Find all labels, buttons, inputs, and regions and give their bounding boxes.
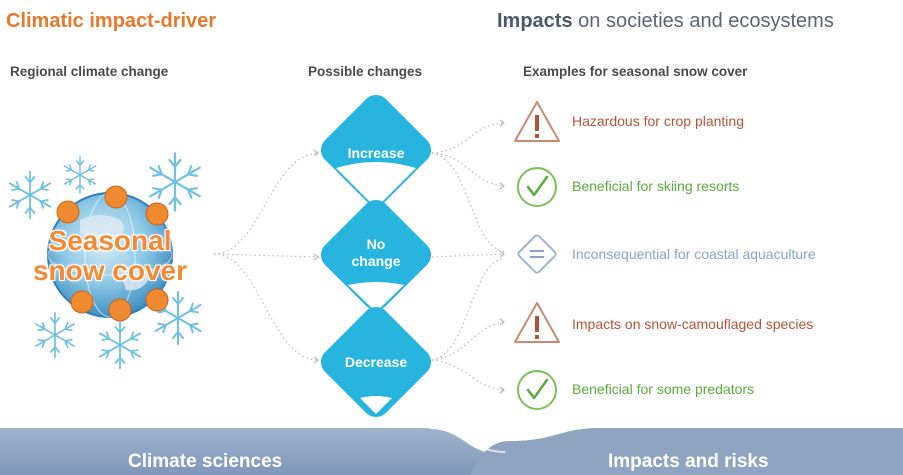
diamond-increase [320, 94, 432, 208]
region-markers [56, 185, 169, 322]
impact-connectors [431, 122, 505, 391]
impacts-rest-label: on societies and ecosystems [572, 10, 834, 32]
impact-label: Beneficial for skiing resorts [572, 178, 740, 194]
warning-icon [514, 101, 560, 142]
impact-label: Impacts on snow-camouflaged species [572, 316, 814, 332]
column-heading-regional: Regional climate change [10, 64, 169, 79]
driver-label-line2: snow cover [32, 255, 188, 286]
impact-label: Inconsequential for coastal aquaculture [572, 246, 816, 262]
change-label-line1: Increase [347, 145, 405, 161]
section-title-impacts: Impacts on societies and ecosystems [497, 10, 834, 33]
change-label-increase: Increase [316, 145, 436, 162]
equals-icon [517, 234, 557, 274]
check-icon [517, 370, 557, 410]
impact-arrowheads [499, 119, 505, 394]
change-label-no-change: No change [316, 236, 436, 270]
footer-label-impacts-risks: Impacts and risks [608, 451, 769, 472]
impact-label: Hazardous for crop planting [572, 113, 744, 129]
driver-arrowheads [313, 149, 319, 364]
footer-label-climate-sciences: Climate sciences [128, 451, 283, 472]
diamond-no-change [320, 199, 432, 312]
driver-label-line1: Seasonal [48, 225, 172, 256]
footer-band [0, 427, 903, 475]
warning-icon [514, 302, 560, 343]
change-label-decrease: Decrease [316, 354, 436, 371]
column-heading-examples: Examples for seasonal snow cover [523, 64, 748, 79]
change-label-line1: No [366, 236, 386, 252]
check-icon [517, 167, 557, 207]
column-heading-possible: Possible changes [308, 64, 423, 79]
driver-label: Seasonal snow cover [10, 226, 210, 286]
impacts-bold-label: Impacts [497, 10, 573, 32]
section-title-driver: Climatic impact-driver [6, 10, 217, 32]
diamond-decrease [320, 306, 432, 418]
change-label-line2: change [351, 253, 401, 269]
change-label-line1: Decrease [344, 354, 408, 370]
impact-label: Beneficial for some predators [572, 381, 755, 397]
driver-connectors [213, 152, 319, 361]
